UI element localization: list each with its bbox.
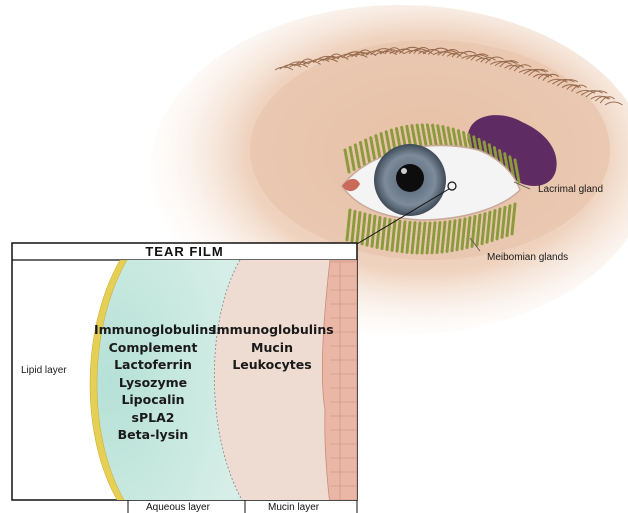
aqueous-component: Lipocalin — [94, 391, 212, 409]
aqueous-component: Lactoferrin — [94, 356, 212, 374]
mucin-component: Leukocytes — [212, 356, 332, 374]
pupil-highlight — [401, 168, 407, 174]
aqueous-components-list: Immunoglobulins Complement Lactoferrin L… — [94, 321, 212, 444]
epithelium — [322, 260, 357, 505]
aqueous-component: sPLA2 — [94, 409, 212, 427]
aqueous-component: Lysozyme — [94, 374, 212, 392]
aqueous-component: Complement — [94, 339, 212, 357]
aqueous-component: Immunoglobulins — [94, 321, 212, 339]
mucin-component: Mucin — [212, 339, 332, 357]
mucin-components-list: Immunoglobulins Mucin Leukocytes — [212, 321, 332, 374]
aqueous-layer-label: Aqueous layer — [146, 502, 210, 513]
aqueous-component: Beta-lysin — [94, 426, 212, 444]
meibomian-glands-label: Meibomian glands — [487, 252, 568, 263]
pupil — [396, 164, 424, 192]
tear-film-title: TEAR FILM — [12, 243, 357, 260]
mucin-layer-label: Mucin layer — [268, 502, 319, 513]
lacrimal-gland-label: Lacrimal gland — [538, 184, 603, 195]
mucin-component: Immunoglobulins — [212, 321, 332, 339]
lipid-layer-label: Lipid layer — [21, 365, 67, 376]
